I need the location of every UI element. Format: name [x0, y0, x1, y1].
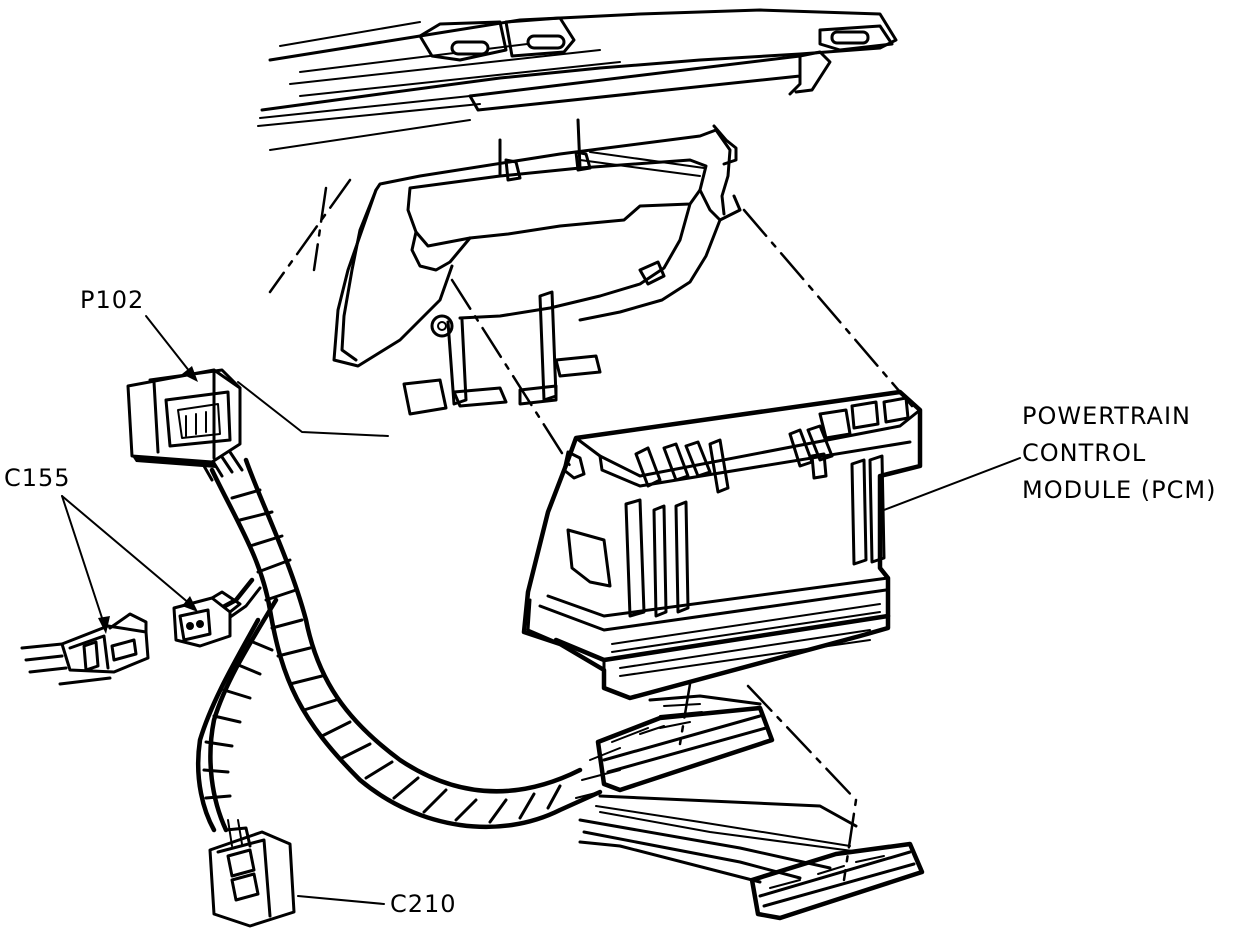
c210-connector: [208, 819, 296, 928]
pcm-module: [521, 389, 923, 701]
pcm-connectors: [575, 694, 925, 921]
c155-connectors: [20, 590, 242, 686]
alignment-lines: [237, 178, 914, 882]
p102-connector: [126, 368, 242, 468]
c155-leader-harness: [61, 495, 191, 605]
pcm-bracket: [332, 118, 742, 416]
label-pcm-line3: MODULE (PCM): [1022, 476, 1217, 504]
wiring-harness: [194, 444, 603, 833]
c210-leader: [297, 895, 385, 905]
p102-arrowhead: [182, 366, 198, 382]
label-c155: C155: [4, 464, 71, 492]
label-pcm: POWERTRAIN CONTROL MODULE (PCM): [1022, 398, 1216, 509]
c155-arrowhead-harness: [182, 596, 198, 612]
c155-leader-body: [61, 495, 105, 625]
leader-lines: [61, 315, 1021, 905]
label-pcm-line1: POWERTRAIN: [1022, 402, 1191, 430]
p102-leader: [145, 315, 191, 373]
instrument-panel-rail: [257, 8, 898, 151]
label-pcm-line2: CONTROL: [1022, 439, 1147, 467]
c155-arrowhead-body: [98, 616, 110, 634]
leader-arrowheads: [98, 366, 198, 634]
label-c210: C210: [390, 890, 457, 918]
pcm-leader: [883, 457, 1021, 511]
label-p102: P102: [80, 286, 145, 314]
